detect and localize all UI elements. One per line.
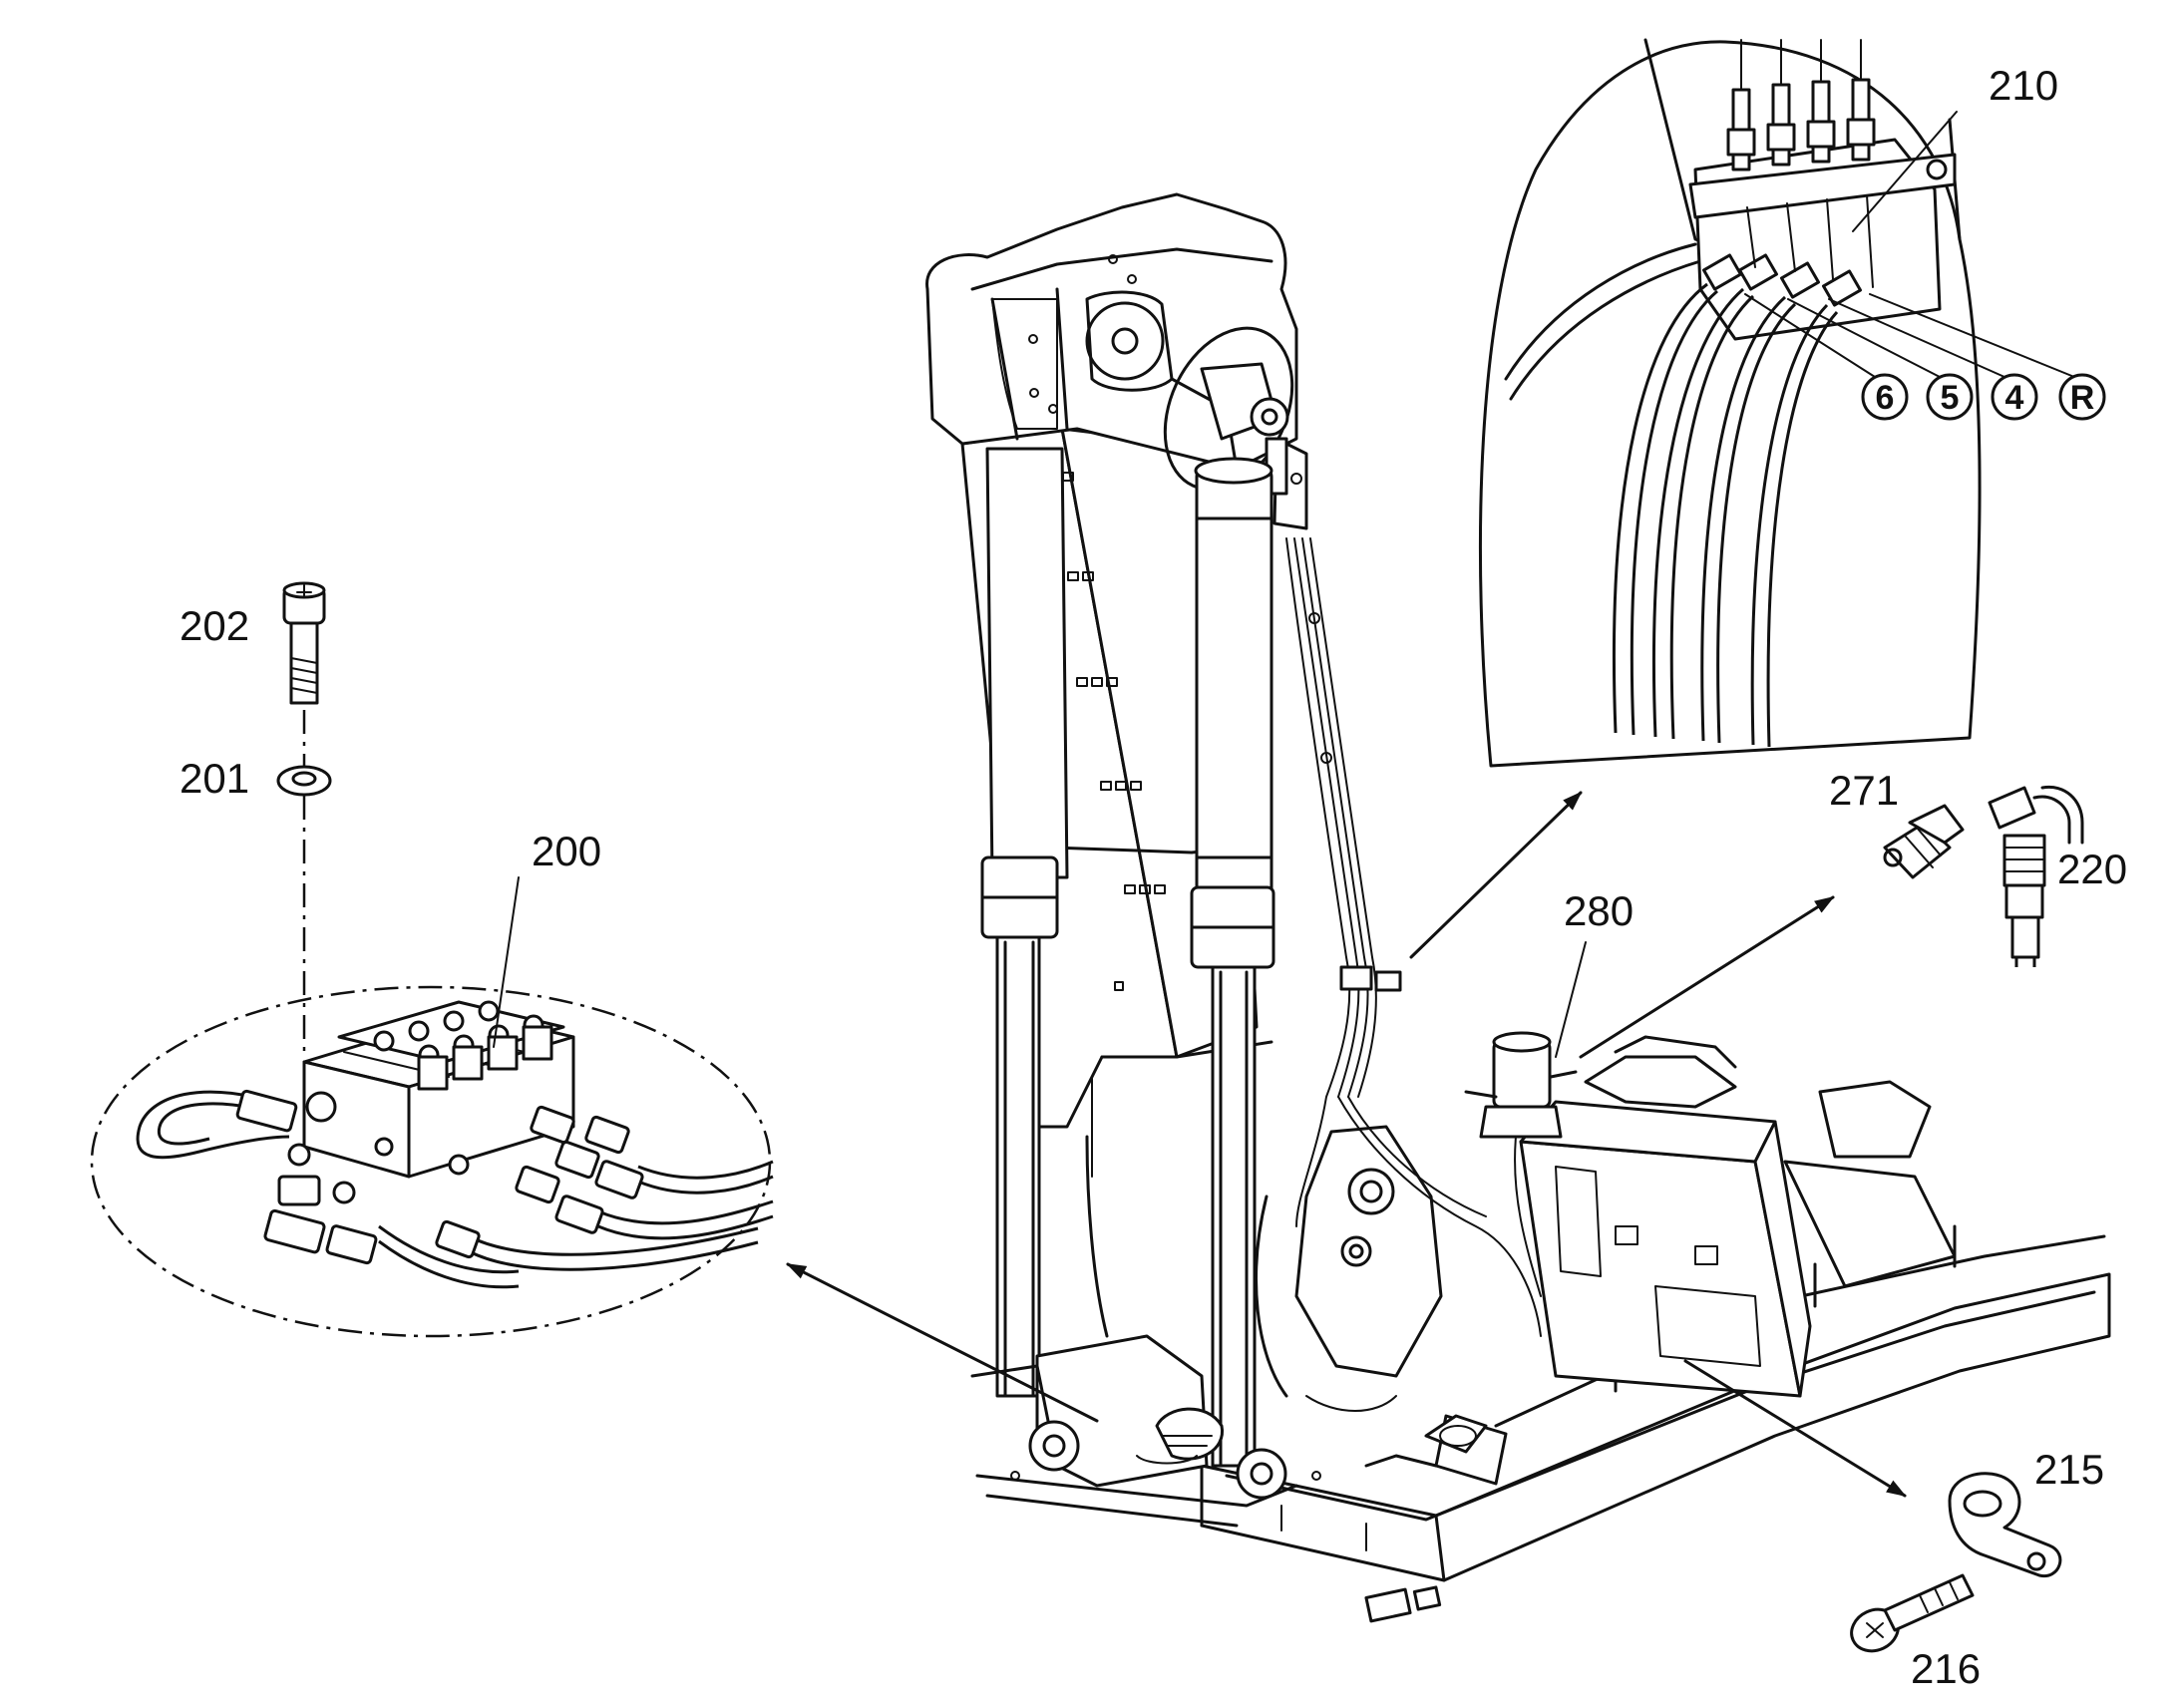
lower-fittings: [1702, 194, 1874, 307]
arrow-to-valve-block: [786, 1262, 1099, 1423]
callout-202: 202: [180, 602, 249, 649]
hose-bundle: [1285, 537, 1542, 1412]
valve-sections: [337, 1000, 565, 1091]
clamp-215: [1948, 1472, 2062, 1578]
port-label-5: 5: [1926, 373, 1974, 421]
bolt-202: [282, 581, 326, 705]
leader-port-5: [1787, 298, 1941, 378]
upper-fittings: [1726, 39, 1876, 171]
leader-200: [493, 876, 520, 1048]
frame-plate: [1364, 1587, 1412, 1623]
explode-arrows: [786, 791, 1907, 1498]
callout-210: 210: [1989, 62, 2058, 109]
port-label-4: 4: [1991, 373, 2038, 421]
boom-frame-assembly: [925, 192, 2111, 1623]
hydraulic-cylinder-left: [980, 447, 1069, 1398]
leader-port-4: [1828, 298, 2005, 378]
valve-block-detail-view: [90, 876, 774, 1338]
hose-end-220: [1988, 785, 2084, 967]
leader-port-6: [1744, 293, 1876, 378]
callout-216: 216: [1911, 1645, 1981, 1692]
callout-220: 220: [2057, 846, 2127, 892]
svg-text:4: 4: [2005, 379, 2024, 417]
leader-210: [1852, 111, 1958, 232]
leader-280: [1555, 941, 1587, 1058]
arrow-to-fitting-271: [1579, 895, 1835, 1059]
svg-text:5: 5: [1941, 379, 1960, 417]
arrow-to-hose-detail: [1409, 791, 1583, 959]
svg-text:R: R: [2070, 379, 2095, 417]
port-label-6: 6: [1861, 373, 1909, 421]
base-frame: [1200, 1224, 2111, 1623]
valve-fittings: [235, 1089, 644, 1265]
callout-200: 200: [532, 828, 601, 874]
callout-215: 215: [2034, 1446, 2104, 1493]
pivot-bracket: [970, 1125, 1443, 1528]
port-label-r: R: [2058, 373, 2106, 421]
boom-head: [925, 192, 1308, 530]
arrow-to-clamp-215: [1683, 1359, 1907, 1498]
electric-motor: [1464, 1031, 1578, 1297]
svg-text:6: 6: [1876, 379, 1895, 417]
leader-port-r: [1869, 293, 2075, 378]
washer-201: [276, 765, 332, 797]
valve-hoses: [136, 1090, 774, 1289]
fitting-271: [1883, 804, 1965, 879]
callout-280: 280: [1564, 887, 1634, 934]
screw-216: [1850, 1573, 1975, 1653]
callout-271: 271: [1829, 767, 1899, 814]
detail-hoses: [1613, 282, 1839, 748]
hydraulic-cylinder-right: [1190, 457, 1275, 1468]
hose-connector-detail-view: 6 5 4 R: [1478, 38, 2106, 768]
rear-housing: [1519, 1035, 1957, 1398]
callout-201: 201: [180, 755, 249, 802]
